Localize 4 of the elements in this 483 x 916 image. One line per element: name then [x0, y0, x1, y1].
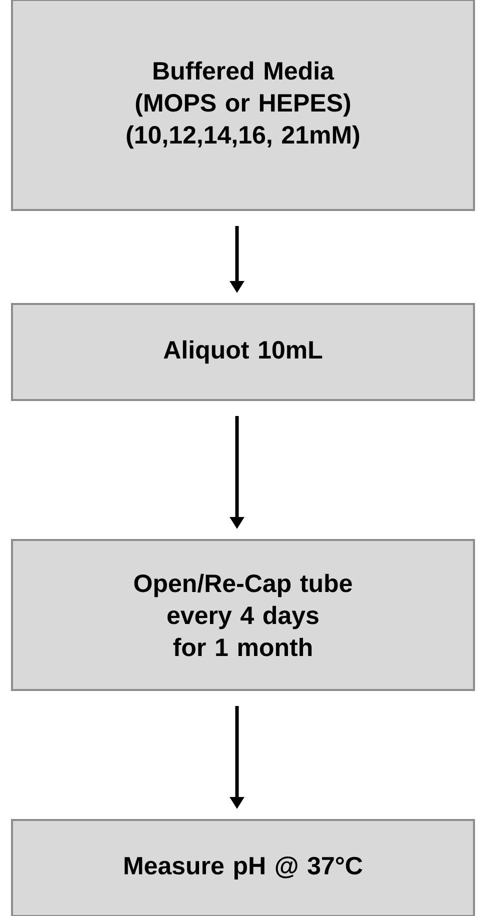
process-box: Aliquot 10mL — [11, 303, 475, 401]
process-box: Open/Re-Cap tube every 4 days for 1 month — [11, 539, 475, 691]
process-box: Buffered Media (MOPS or HEPES) (10,12,14,16, 21mM) — [11, 0, 475, 211]
process-box: Measure pH @ 37°C — [11, 819, 475, 916]
